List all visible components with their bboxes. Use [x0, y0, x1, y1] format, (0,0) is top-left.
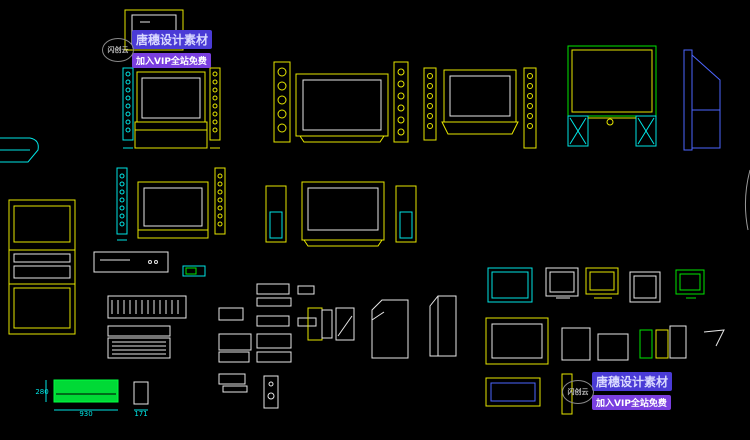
speaker-column-bottom — [561, 373, 573, 415]
computer-tower-2 — [429, 295, 457, 357]
monitor-5 — [675, 269, 705, 299]
desk-lamp — [703, 329, 725, 347]
tall-cabinet — [8, 199, 76, 335]
projection-screen — [567, 45, 657, 147]
tv-with-speakers-left — [122, 67, 221, 149]
projection-tv-side — [683, 49, 721, 151]
stereo-small-boxes — [297, 285, 355, 341]
tv-with-speakers-center — [273, 61, 409, 143]
air-conditioner-indoor — [107, 295, 187, 359]
vcr-player — [93, 251, 169, 273]
right-edge-arc — [744, 169, 750, 231]
stereo-stack-2 — [256, 283, 292, 363]
dimension-width: 930 — [79, 410, 92, 418]
small-device — [182, 265, 206, 277]
pc-tower-green — [639, 329, 669, 359]
tv-with-speakers-right — [423, 67, 537, 149]
dimension-height: 280 — [35, 388, 48, 396]
monitor-6 — [561, 327, 591, 361]
left-edge-fixture — [0, 137, 39, 163]
monitor-4 — [629, 271, 661, 303]
speaker-small-bottom — [263, 375, 279, 409]
dimension-side: 171 — [134, 410, 147, 418]
stereo-stack-1 — [218, 307, 252, 393]
monitor-1 — [487, 267, 533, 303]
computer-tower-1 — [371, 299, 409, 359]
tv-monitor-large — [485, 317, 549, 365]
monitor-2 — [545, 267, 579, 299]
air-conditioner-green — [45, 379, 149, 411]
pc-tower-small — [669, 325, 687, 359]
tv-with-boxes-center — [265, 181, 417, 247]
monitor-7 — [597, 333, 629, 361]
monitor-3 — [585, 267, 619, 299]
lcd-screen-bottom — [485, 377, 541, 407]
tv-with-speakers-middle — [116, 167, 226, 241]
small-tv-top — [124, 9, 184, 51]
